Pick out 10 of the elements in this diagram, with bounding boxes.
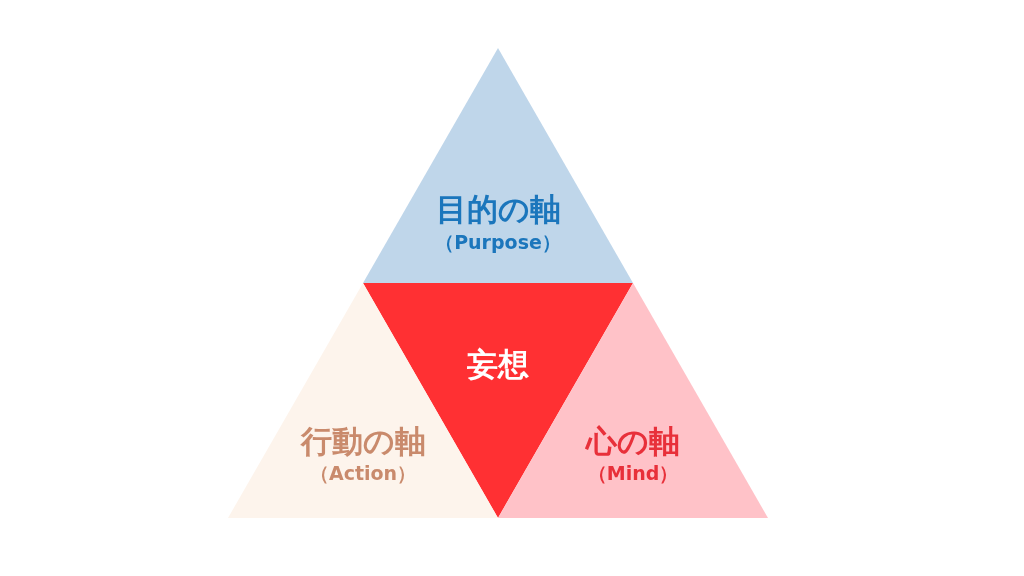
subtitle-text: （Mind） — [587, 462, 679, 485]
heading-text: 妄想 — [467, 346, 529, 384]
triangle-segment — [498, 283, 768, 518]
subtitle-text: （Purpose） — [435, 231, 561, 254]
heading-text: 心の軸 — [586, 423, 680, 461]
subtitle-text: （Action） — [309, 462, 417, 485]
heading-text: 行動の軸 — [300, 423, 426, 461]
triangle-segment — [228, 283, 498, 518]
heading-text: 目的の軸 — [435, 191, 561, 229]
triangle-segment — [363, 48, 633, 283]
